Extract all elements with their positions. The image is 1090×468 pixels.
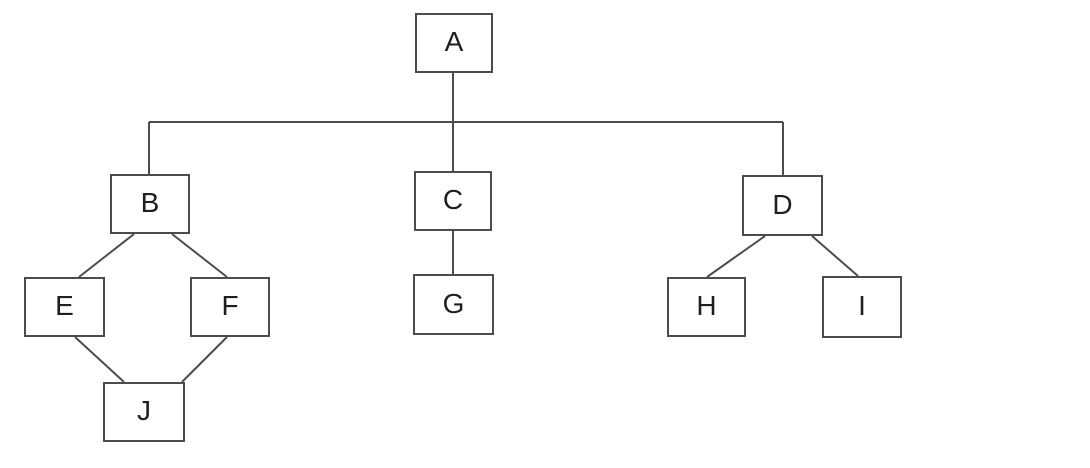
edge-F-to-J — [181, 336, 228, 383]
node-D: D — [742, 175, 823, 236]
node-I: I — [822, 276, 902, 338]
node-G: G — [413, 274, 494, 335]
edge-B-to-E — [78, 233, 135, 278]
node-label: A — [444, 26, 464, 57]
node-label: D — [772, 188, 793, 220]
edge-E-to-J — [74, 336, 125, 383]
node-label: C — [442, 184, 464, 215]
node-H: H — [667, 277, 746, 337]
edge-B-to-F — [171, 233, 228, 278]
node-label: G — [442, 287, 465, 319]
node-label: J — [137, 395, 151, 426]
edge-D-to-I — [811, 235, 859, 277]
node-F: F — [190, 277, 270, 337]
node-label: B — [140, 187, 160, 218]
node-A: A — [415, 13, 493, 73]
node-E: E — [24, 277, 105, 337]
node-J: J — [103, 382, 185, 442]
edge-D-to-H — [706, 235, 766, 278]
node-B: B — [110, 174, 190, 234]
node-label: I — [858, 290, 866, 321]
node-C: C — [414, 171, 492, 231]
node-label: F — [221, 290, 239, 321]
node-label: E — [55, 290, 74, 321]
node-label: H — [696, 290, 717, 321]
